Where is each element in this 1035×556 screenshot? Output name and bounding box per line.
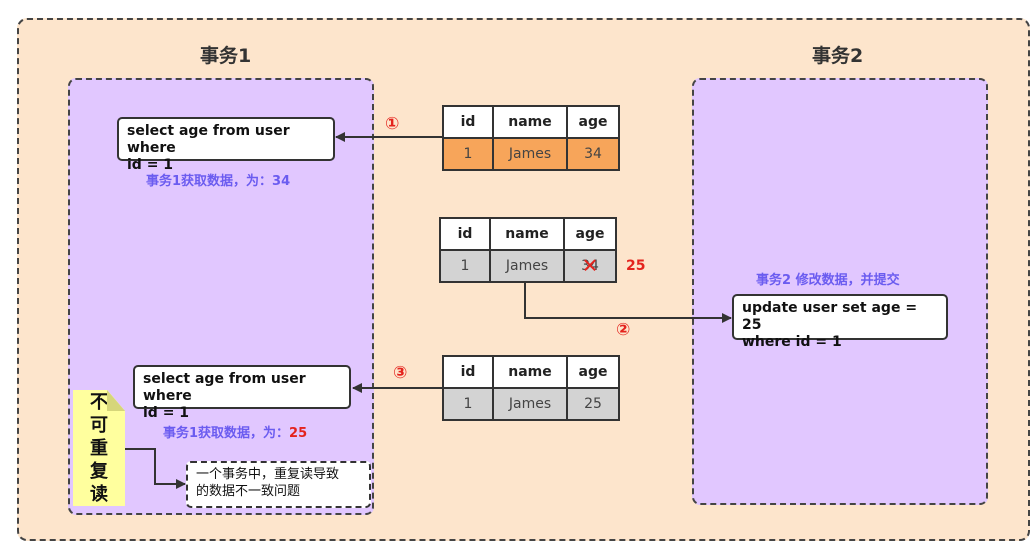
transaction2-note: 事务2 修改数据，并提交 [756, 273, 900, 288]
table2-cell-age: 34✕ [563, 249, 617, 283]
result-note-2-label: 事务1获取数据，为： [163, 426, 290, 441]
data-table-1: id name age 1 James 34 [442, 105, 620, 171]
transaction2-title: 事务2 [812, 45, 864, 67]
table3-cell-id: 1 [442, 387, 494, 421]
explanation-box: 一个事务中，重复读导致 的数据不一致问题 [186, 461, 371, 508]
result-note-2: 事务1获取数据，为：25 [163, 422, 307, 441]
table1-header-id: id [442, 105, 494, 139]
sticky-char-3: 重 [90, 437, 108, 459]
cross-icon: ✕ [581, 253, 599, 278]
result-note-1-label: 事务1获取数据，为： [146, 174, 273, 189]
select-query-1: select age from user where id = 1 [117, 117, 335, 173]
table1-header-age: age [566, 105, 620, 139]
table3-header-name: name [492, 355, 568, 389]
arrow-step2 [524, 283, 732, 323]
sticky-char-5: 读 [90, 483, 108, 505]
table1-cell-age: 34 [566, 137, 620, 171]
sticky-char-1: 不 [90, 391, 108, 413]
table3-cell-name: James [492, 387, 568, 421]
transaction2-panel [692, 78, 988, 505]
result-note-1-value: 34 [272, 174, 291, 189]
step-2-marker: ② [616, 320, 631, 340]
table1-cell-id: 1 [442, 137, 494, 171]
table1-header-name: name [492, 105, 568, 139]
table3-cell-age: 25 [566, 387, 620, 421]
step-3-marker: ③ [393, 363, 408, 383]
table1-cell-name: James [492, 137, 568, 171]
table2-header-age: age [563, 217, 617, 251]
result-note-2-value: 25 [289, 426, 308, 441]
result-note-1: 事务1获取数据，为：34 [146, 170, 290, 189]
table2-header-id: id [439, 217, 491, 251]
table2-cell-name: James [489, 249, 565, 283]
data-table-3: id name age 1 James 25 [442, 355, 620, 421]
select-query-2: select age from user where id = 1 [133, 365, 351, 421]
data-table-2: id name age 1 James 34✕ [439, 217, 617, 283]
table2-header-name: name [489, 217, 565, 251]
sticky-char-4: 复 [90, 460, 108, 482]
arrow-sticky-to-explanation [125, 448, 186, 489]
update-statement: update user set age = 25 where id = 1 [732, 294, 948, 350]
table3-header-id: id [442, 355, 494, 389]
table2-new-age: 25 [626, 258, 646, 274]
table3-header-age: age [566, 355, 620, 389]
table2-cell-id: 1 [439, 249, 491, 283]
table2-old-age: 34 [581, 258, 599, 274]
transaction1-title: 事务1 [200, 45, 252, 67]
sticky-char-2: 可 [90, 414, 108, 436]
step-1-marker: ① [385, 114, 400, 134]
